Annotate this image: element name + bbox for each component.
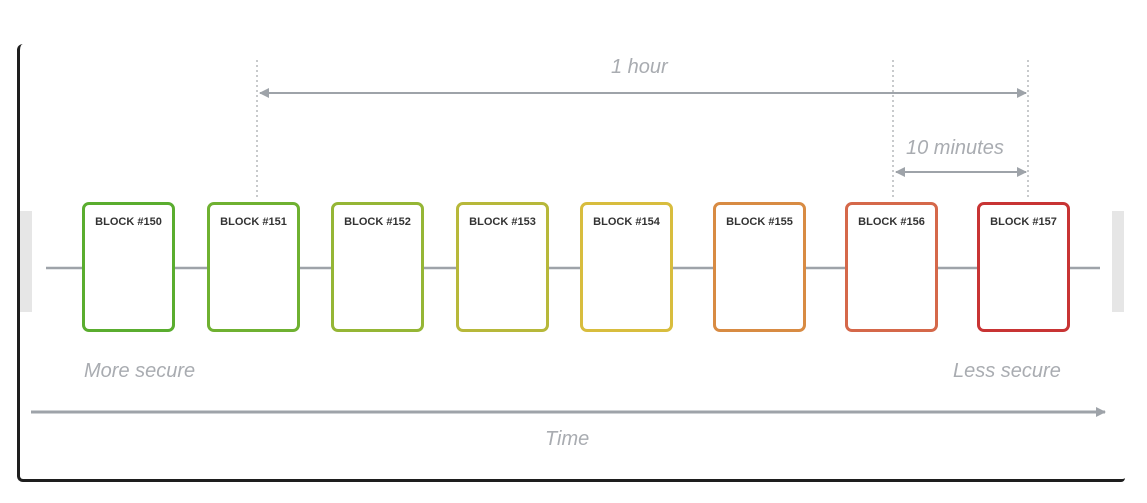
time-axis-label: Time <box>545 428 590 450</box>
block-label: BLOCK #157 <box>990 216 1057 228</box>
block-4: BLOCK #154 <box>580 202 673 332</box>
faded-caption-remnant <box>360 468 820 488</box>
block-label: BLOCK #155 <box>726 216 793 228</box>
hour-span-label: 1 hour <box>611 56 668 78</box>
block-1: BLOCK #151 <box>207 202 300 332</box>
block-5: BLOCK #155 <box>713 202 806 332</box>
block-label: BLOCK #153 <box>469 216 536 228</box>
block-label: BLOCK #151 <box>220 216 287 228</box>
block-label: BLOCK #154 <box>593 216 660 228</box>
block-label: BLOCK #150 <box>95 216 162 228</box>
block-3: BLOCK #153 <box>456 202 549 332</box>
less-secure-label: Less secure <box>953 360 1061 382</box>
diagram-frame <box>17 44 1125 482</box>
scroll-right-handle[interactable] <box>1112 211 1124 312</box>
block-0: BLOCK #150 <box>82 202 175 332</box>
minutes-span-label: 10 minutes <box>906 137 1004 159</box>
more-secure-label: More secure <box>84 360 196 382</box>
scroll-left-handle[interactable] <box>20 211 32 312</box>
block-2: BLOCK #152 <box>331 202 424 332</box>
block-6: BLOCK #156 <box>845 202 938 332</box>
block-7: BLOCK #157 <box>977 202 1070 332</box>
block-label: BLOCK #152 <box>344 216 411 228</box>
block-label: BLOCK #156 <box>858 216 925 228</box>
